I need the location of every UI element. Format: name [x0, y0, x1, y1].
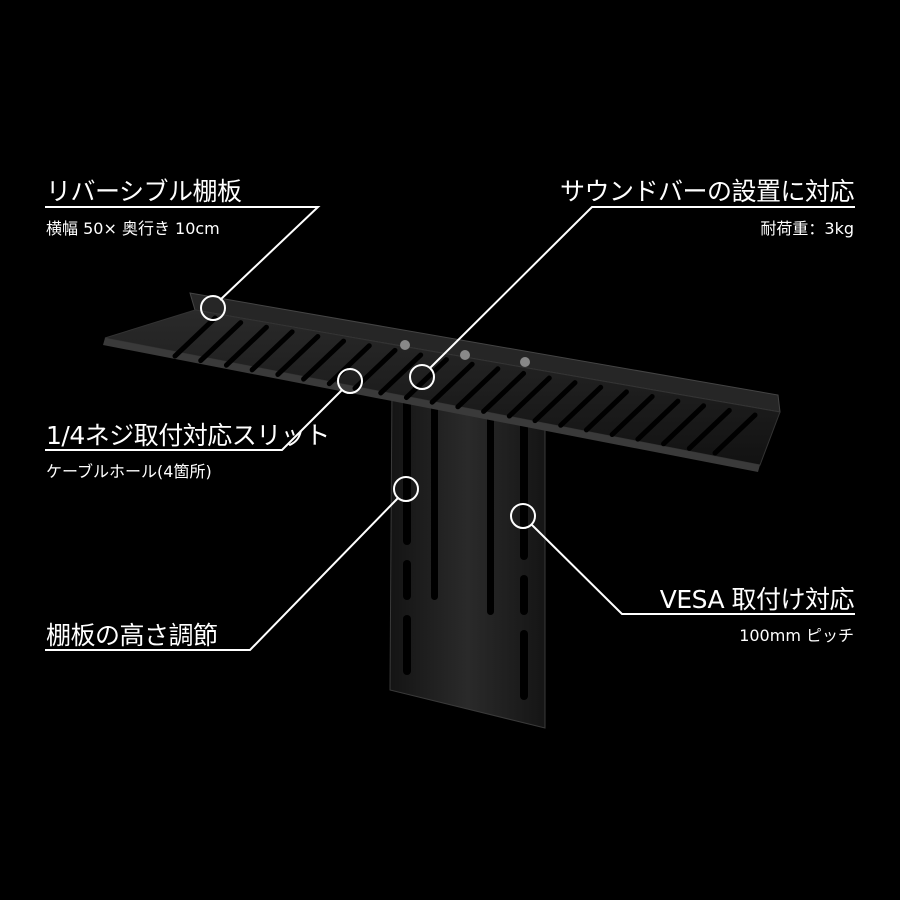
shelf-slit	[326, 343, 372, 387]
callout-title-soundbar: サウンドバーの設置に対応	[559, 177, 855, 206]
shelf-slit	[223, 324, 269, 368]
callout-title-height: 棚板の高さ調節	[46, 621, 218, 650]
callout-title-slit: 1/4ネジ取付対応スリット	[46, 421, 330, 450]
shelf-slit	[583, 389, 629, 433]
shelf-slit	[481, 370, 527, 414]
shelf-slit	[198, 320, 244, 364]
callout-subtitle-vesa: 100mm ピッチ	[739, 626, 854, 645]
shelf-slit	[532, 380, 578, 424]
callout-subtitle-soundbar: 耐荷重：3kg	[760, 219, 854, 238]
shelf-slit	[403, 357, 449, 401]
shelf-slit	[172, 315, 218, 359]
shelf-slit	[609, 394, 655, 438]
shelf-slit	[249, 329, 295, 373]
shelf-slit	[686, 407, 732, 451]
vesa-plate	[389, 384, 546, 729]
reversible-shelf	[103, 292, 781, 472]
shelf-slit	[506, 375, 552, 419]
callout-subtitle-shelf: 横幅 50× 奥行き 10cm	[46, 219, 220, 238]
shelf-slit	[301, 338, 347, 382]
shelf-slit	[661, 403, 707, 447]
shelf-slit	[429, 361, 475, 405]
leader-lines	[45, 206, 855, 651]
shelf-slit	[712, 412, 758, 456]
shelf-slit	[378, 352, 424, 396]
shelf-slit	[558, 384, 604, 428]
callout-title-shelf: リバーシブル棚板	[46, 177, 242, 206]
callout-subtitle-slit: ケーブルホール(4箇所)	[46, 462, 212, 481]
shelf-slit	[275, 333, 321, 377]
callout-title-vesa: VESA 取付け対応	[659, 585, 855, 614]
shelf-slit	[455, 366, 501, 410]
shelf-slit	[635, 398, 681, 442]
